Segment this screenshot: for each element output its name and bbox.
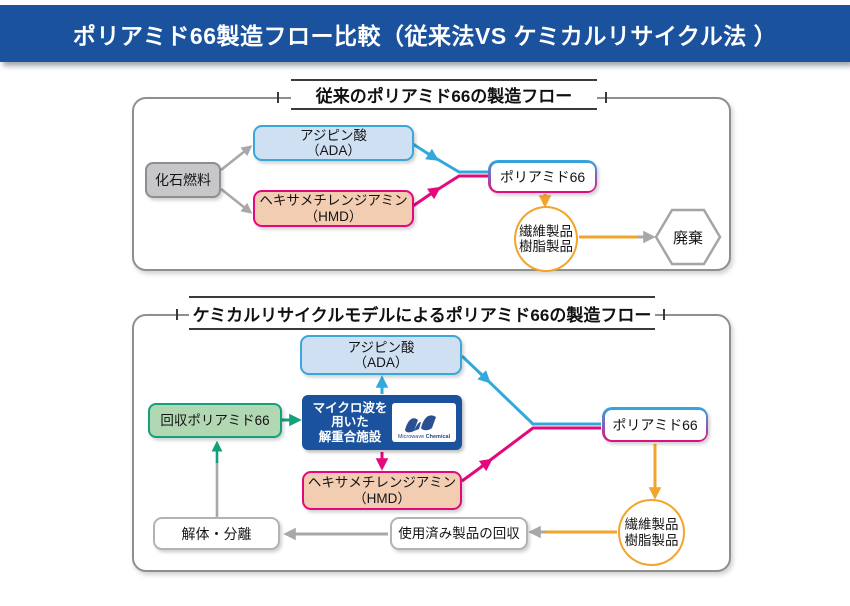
section-title-recycle-text: ケミカルリサイクルモデルによるポリアミド66の製造フロー <box>192 305 652 325</box>
node-ada-recycle-sublabel: （ADA） <box>353 355 409 370</box>
node-polyamide66-label: ポリアミド66 <box>499 168 586 185</box>
node-used-product-collection-label: 使用済み製品の回収 <box>398 525 520 541</box>
node-used-product-collection: 使用済み製品の回収 <box>390 517 528 550</box>
microwave-chemical-logo: Microwave Chemical <box>392 403 456 442</box>
waste-hexagon <box>654 208 722 266</box>
node-products-recycle-label2: 樹脂製品 <box>624 532 679 548</box>
node-products-conventional: 繊維製品 樹脂製品 <box>514 206 578 272</box>
node-polyamide66-recycle: ポリアミド66 <box>602 407 708 442</box>
node-ada-sublabel: （ADA） <box>306 143 361 158</box>
line-ada-to-pa66 <box>426 151 488 174</box>
arrow-ada2-to-pa66 <box>460 354 491 384</box>
title-tick <box>605 92 607 103</box>
section-title-conventional: 従来のポリアミド66の製造フロー <box>291 79 597 110</box>
node-products-recycle-label1: 繊維製品 <box>624 517 679 532</box>
wave-icon <box>405 415 436 433</box>
line-ada2-to-pa66 <box>478 371 601 426</box>
title-tick <box>277 92 279 103</box>
node-hmd-label: ヘキサメチレンジアミン <box>259 193 408 208</box>
line-hmd-to-pa66 <box>428 174 488 197</box>
node-microwave-facility: マイクロ波を 用いた 解重合施設 Microwave Chemical <box>302 395 462 450</box>
logo-word-chemical: Chemical <box>425 434 451 440</box>
node-dismantle-separate-label: 解体・分離 <box>181 525 252 542</box>
node-fossil-fuel-label: 化石燃料 <box>155 172 211 188</box>
section-title-conventional-text: 従来のポリアミド66の製造フロー <box>315 87 573 106</box>
node-hmd-conventional: ヘキサメチレンジアミン （HMD） <box>253 190 414 227</box>
line-hmd2-to-pa66 <box>480 426 601 469</box>
node-fossil-fuel: 化石燃料 <box>145 162 221 198</box>
node-hmd-recycle-sublabel: （HMD） <box>353 490 411 506</box>
title-tick <box>176 309 178 320</box>
node-ada-recycle: アジピン酸 （ADA） <box>300 335 462 375</box>
node-hmd-recycle-label: ヘキサメチレンジアミン <box>307 475 457 490</box>
microwave-chemical-logo-text: Microwave Chemical <box>398 434 450 440</box>
arrow-hmd2-to-pa66 <box>461 458 493 483</box>
page-title: ポリアミド66製造フロー比較（従来法VS ケミカルリサイクル法 ） <box>0 5 850 62</box>
node-products-label2: 樹脂製品 <box>519 239 573 254</box>
node-products-label1: 繊維製品 <box>519 223 573 239</box>
node-recovered-pa66: 回収ポリアミド66 <box>148 403 282 438</box>
node-waste-label: 廃棄 <box>672 229 703 247</box>
page-title-text: ポリアミド66製造フロー比較（従来法VS ケミカルリサイクル法 ） <box>72 22 778 49</box>
microwave-line3: 解重合施設 <box>318 429 382 444</box>
section-title-recycle: ケミカルリサイクルモデルによるポリアミド66の製造フロー <box>189 296 655 330</box>
node-waste: 廃棄 <box>660 222 716 252</box>
microwave-line1: マイクロ波を <box>312 400 388 415</box>
arrow-fossil-to-hmd <box>220 187 253 214</box>
section-conventional-frame <box>132 97 731 271</box>
node-dismantle-separate: 解体・分離 <box>153 517 280 550</box>
node-ada-recycle-label: アジピン酸 <box>347 339 415 355</box>
node-products-recycle: 繊維製品 樹脂製品 <box>618 499 685 566</box>
arrow-hmd-to-pa66 <box>412 186 441 208</box>
arrow-fossil-to-ada <box>220 145 253 172</box>
node-ada-label: アジピン酸 <box>300 127 367 143</box>
node-polyamide66-conventional: ポリアミド66 <box>488 160 597 193</box>
node-hmd-sublabel: （HMD） <box>304 208 363 224</box>
node-ada-conventional: アジピン酸 （ADA） <box>253 125 414 161</box>
title-tick <box>663 309 665 320</box>
node-microwave-facility-label: マイクロ波を 用いた 解重合施設 <box>302 395 398 450</box>
node-hmd-recycle: ヘキサメチレンジアミン （HMD） <box>302 471 462 510</box>
node-recovered-pa66-label: 回収ポリアミド66 <box>160 412 270 428</box>
node-polyamide66-recycle-label: ポリアミド66 <box>612 416 698 433</box>
microwave-line2: 用いた <box>331 415 369 430</box>
logo-word-microwave: Microwave <box>397 434 425 440</box>
